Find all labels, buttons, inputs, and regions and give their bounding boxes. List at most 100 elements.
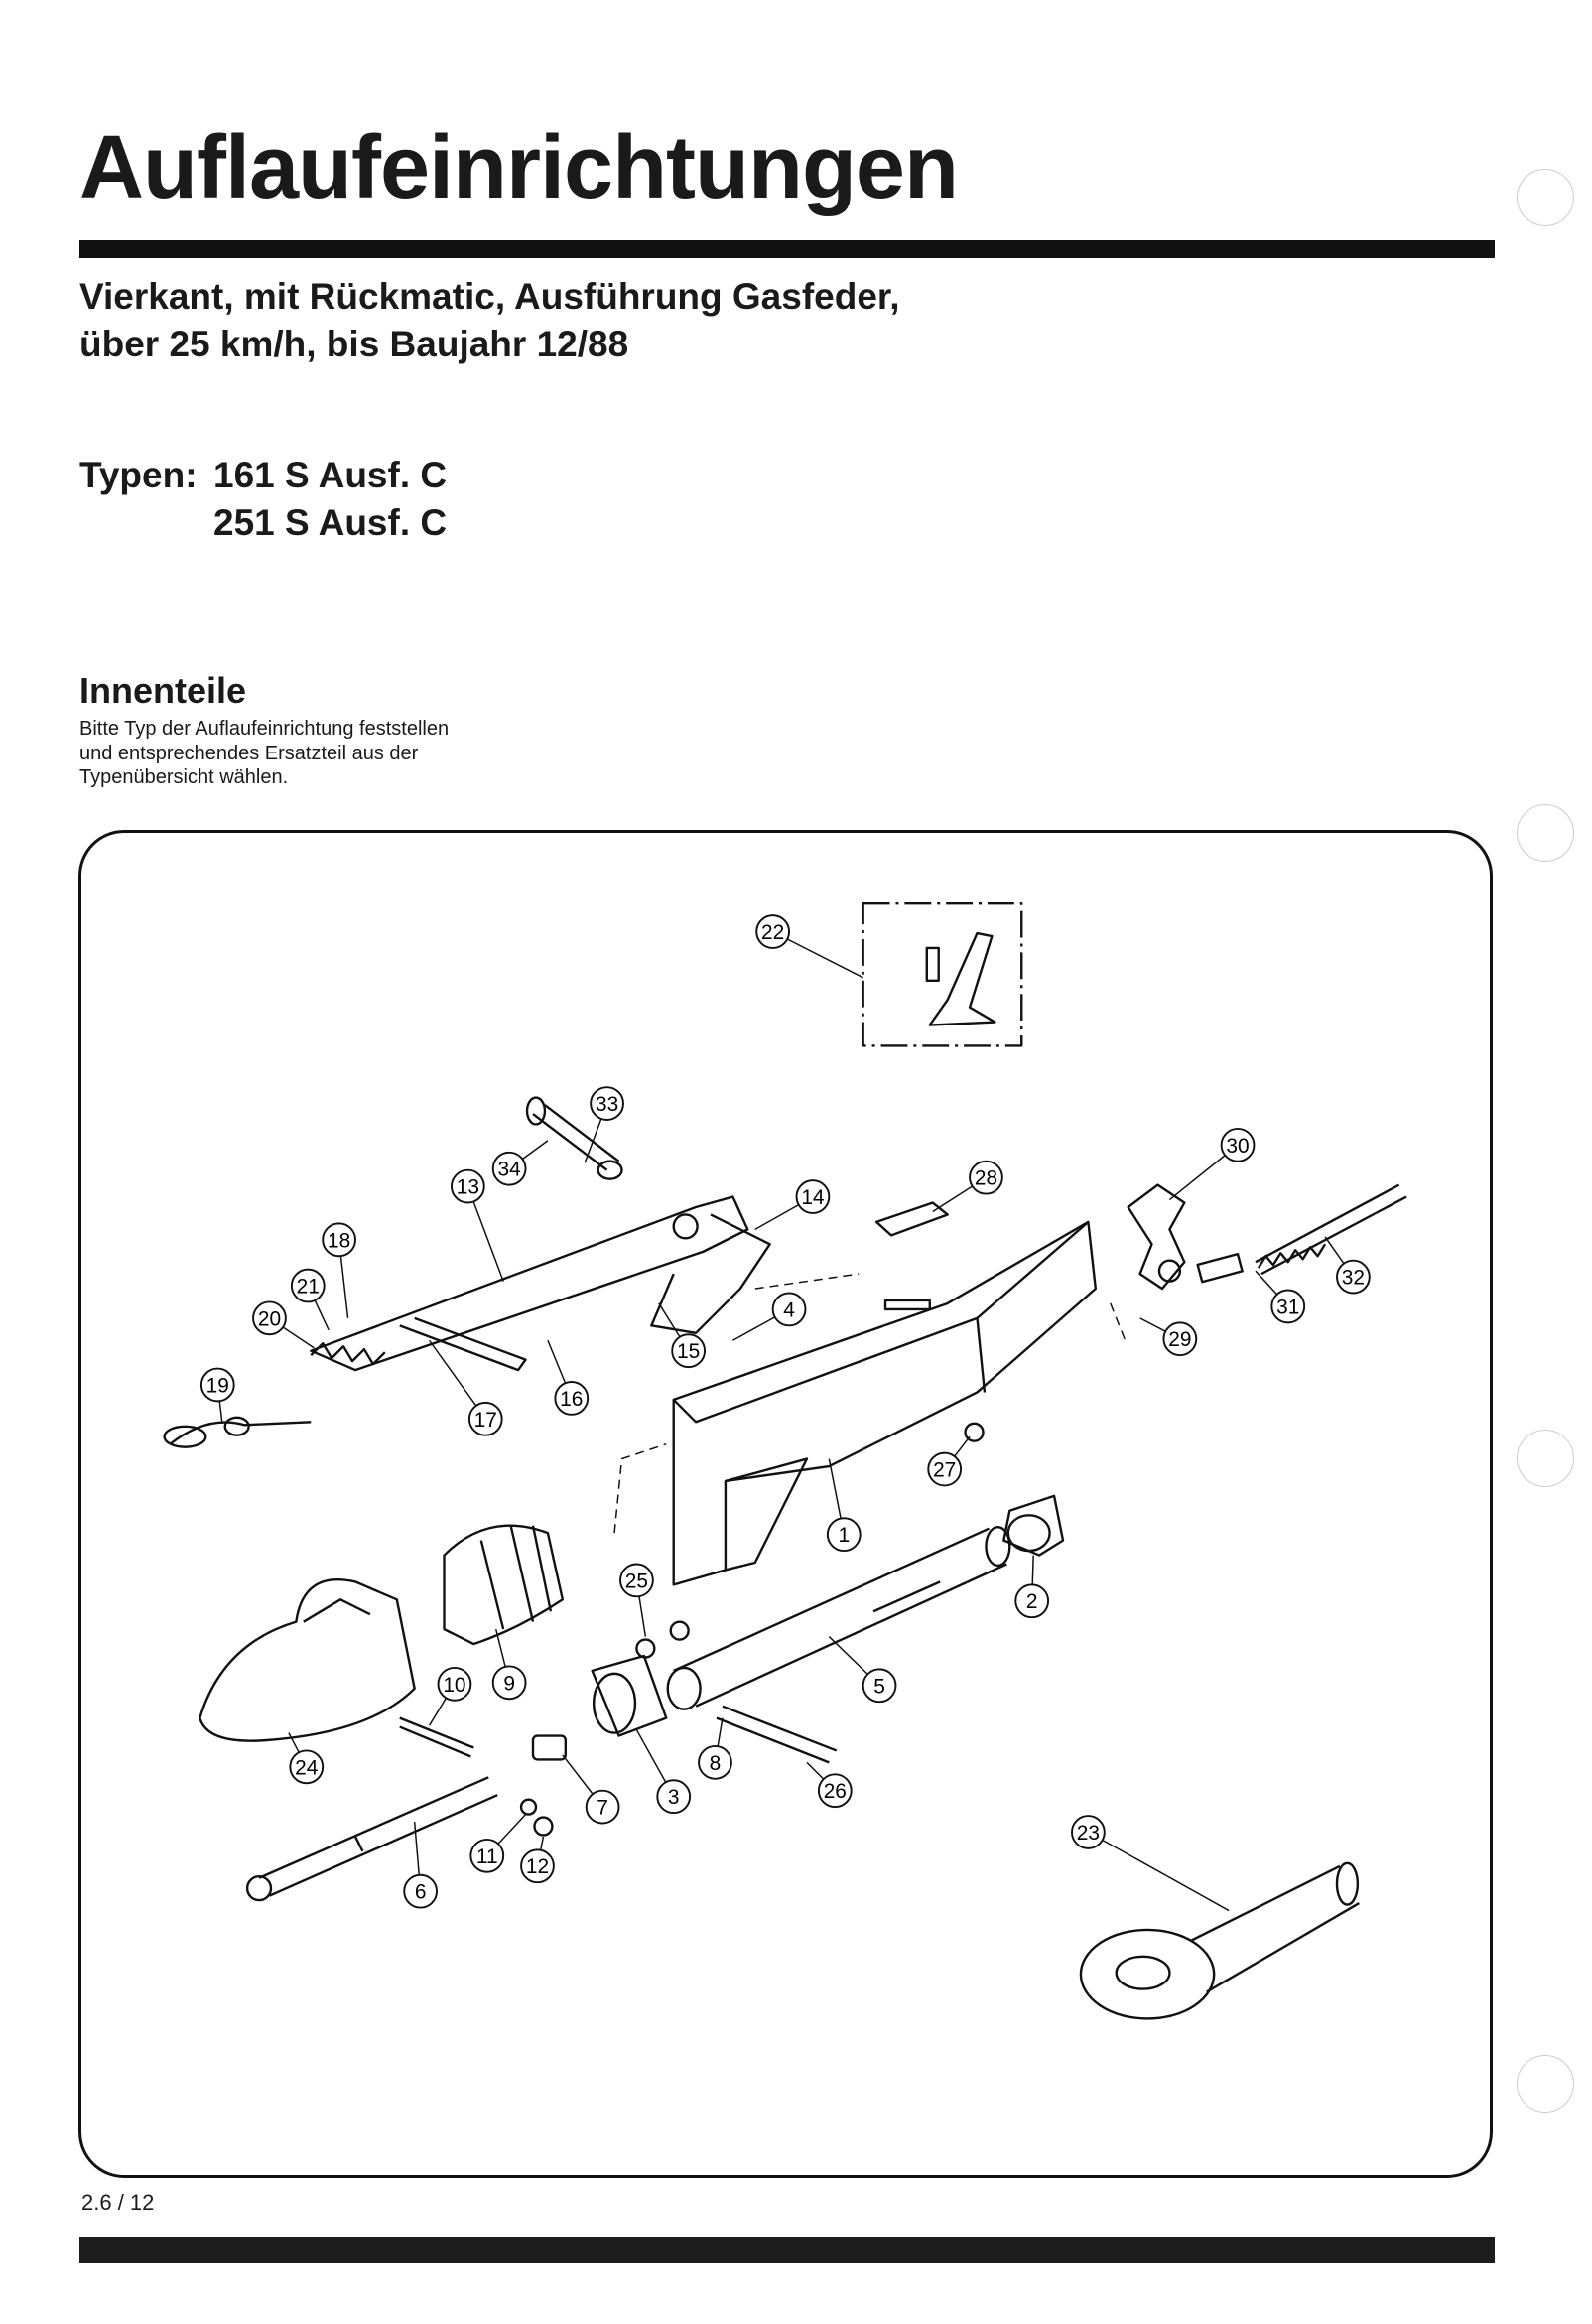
text-line: und entsprechendes Ersatzteil aus der [79,742,419,764]
spring-part-21 [310,1342,386,1366]
callout-number: 21 [297,1276,320,1299]
diagram-frame [78,830,1493,2178]
leader-line [1255,1270,1278,1296]
callout-34: 34 [491,1151,527,1186]
callout-circle [619,1563,654,1598]
callout-number: 33 [596,1093,618,1116]
leader-line [638,1595,647,1637]
leader-line [828,1458,842,1519]
punch-hole [1517,2055,1574,2113]
leader-line [806,1761,825,1780]
bush-part-7 [531,1734,568,1761]
gas-spring-part-6 [245,1776,498,1902]
type-value: 251 S Ausf. C [213,502,448,543]
callout-circle [771,1292,807,1327]
callout-number: 31 [1276,1296,1299,1318]
page-title: Auflaufeinrichtungen [79,118,959,217]
callout-circle [969,1160,1003,1195]
leader-line [932,1185,974,1213]
callout-number: 1 [838,1524,850,1547]
callout-circle [755,914,791,949]
cable-part-32 [1255,1183,1407,1276]
callout-circle [1014,1583,1050,1619]
handbrake-lever-part-30 [1127,1183,1244,1291]
bolt-part-10 [399,1716,474,1758]
callout-circle [322,1222,356,1258]
lever-part-13 [310,1195,771,1372]
callout-13: 13 [450,1168,485,1204]
callout-23: 23 [1071,1815,1106,1849]
callout-27: 27 [927,1451,963,1487]
callout-28: 28 [969,1160,1003,1195]
callout-number: 2 [1026,1590,1038,1613]
leader-line [754,1203,800,1231]
leader-line [494,1628,506,1668]
leader-line [521,1140,549,1161]
callout-9: 9 [491,1665,527,1701]
callout-circle [862,1668,897,1704]
callout-circle [437,1666,472,1702]
callout-circle [817,1773,853,1809]
callout-5: 5 [862,1668,897,1704]
footer-rule [79,2237,1495,2263]
punch-hole [1517,1430,1574,1487]
leader-line [786,938,863,979]
leader-line [1139,1317,1166,1332]
cable-part-19 [163,1416,312,1448]
callout-15: 15 [671,1333,707,1369]
callout-circle [491,1151,527,1186]
callout-circle [403,1873,439,1909]
callout-number: 13 [457,1176,479,1199]
bolt-part-26 [716,1705,838,1764]
bolt-part-33 [525,1096,623,1180]
callout-circle [469,1838,505,1873]
callout-circle [1336,1259,1371,1295]
callout-number: 29 [1168,1328,1191,1351]
subtitle: Vierkant, mit Rückmatic, Ausführung Gasf… [79,273,900,368]
callout-number: 15 [677,1340,700,1363]
coupling-head-part-24 [199,1577,416,1742]
leader-line [562,1754,594,1795]
callout-32: 32 [1336,1259,1371,1295]
callout-circle [590,1086,624,1121]
callout-4: 4 [771,1292,807,1327]
leader-line [218,1401,223,1423]
callout-circle [450,1168,485,1204]
leader-line [954,1435,971,1457]
section-heading: Innenteile [79,670,247,711]
callout-circle [795,1179,831,1214]
callout-circle [252,1300,287,1336]
callout-11: 11 [469,1838,505,1873]
subtitle-line: Vierkant, mit Rückmatic, Ausführung Gasf… [79,276,900,317]
leader-line [539,1836,545,1850]
callout-circle [199,1367,235,1403]
text-line: Typenübersicht wählen. [79,766,289,788]
callout-number: 10 [443,1674,465,1697]
callout-number: 19 [206,1374,229,1397]
callout-16: 16 [554,1381,590,1416]
callout-number: 27 [933,1458,956,1481]
callout-number: 7 [597,1797,608,1820]
callout-21: 21 [290,1268,326,1303]
callout-3: 3 [656,1779,692,1815]
callout-number: 6 [415,1881,427,1904]
page-number: 2.6 / 12 [81,2190,155,2215]
housing-part-1 [672,1220,1098,1586]
leader-line [428,1339,477,1407]
callout-number: 9 [503,1672,515,1695]
types-label: Typen: [79,455,198,495]
leader-line [1031,1555,1034,1585]
leader-line [1168,1155,1226,1201]
leader-line [282,1326,315,1349]
inset-box [862,902,1023,1047]
leader-line [828,1636,868,1675]
bush-part-2 [1002,1494,1065,1557]
leader-line [339,1256,349,1318]
callout-12: 12 [520,1848,555,1884]
leader-line [547,1339,567,1384]
callout-19: 19 [199,1367,235,1403]
callout-number: 28 [975,1167,997,1190]
callout-number: 26 [824,1780,847,1803]
leader-line [413,1821,420,1875]
punch-hole [1517,804,1574,862]
